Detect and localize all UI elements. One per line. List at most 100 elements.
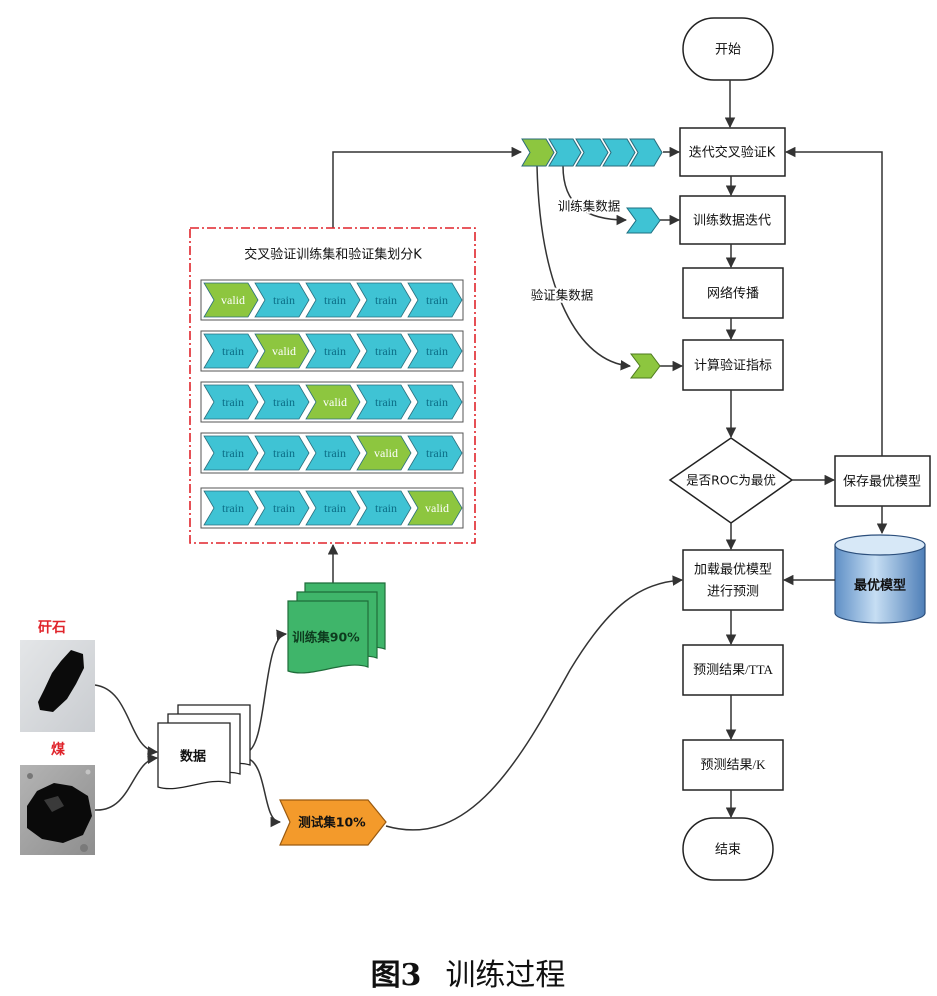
cv-row-2-fold-1 (203, 333, 259, 369)
cv-row-1-fold-5-label: train (426, 293, 448, 307)
roc-decision-label: 是否ROC为最优 (686, 473, 776, 488)
cv-row-5-fold-1-label: train (222, 501, 244, 515)
propagate-label: 网络传播 (707, 286, 759, 302)
save-best-label: 保存最优模型 (843, 475, 921, 490)
cv-row-4-fold-2 (254, 435, 310, 471)
iterate-cv-box (679, 127, 786, 177)
cv-row-3-fold-5 (407, 384, 463, 420)
gangue-photo (20, 640, 95, 732)
cv-row-4-fold-4 (356, 435, 412, 471)
cv-row-5-fold-3-label: train (324, 501, 346, 515)
train-set-sheet-front (287, 600, 369, 674)
cv-row-2-fold-1-label: train (222, 344, 244, 358)
curve-data-to-trainset (245, 629, 288, 753)
best-model-cylinder (834, 534, 926, 624)
cv-split-title: 交叉验证训练集和验证集划分K (244, 247, 422, 263)
cv-split-row-1 (200, 279, 464, 321)
figure-caption: 图3 训练过程 (371, 958, 566, 993)
cv-split-row-2 (200, 330, 464, 372)
cv-row-5-fold-3 (305, 490, 361, 526)
compute-metrics-label: 计算验证指标 (694, 358, 772, 374)
cv-row-1-fold-4-label: train (375, 293, 397, 307)
iteration-bar-segment-1 (521, 138, 555, 167)
figure-number: 图3 (371, 958, 422, 993)
load-predict-line2: 进行预测 (707, 585, 759, 600)
cv-row-4-fold-3-label: train (324, 446, 346, 460)
cv-row-2-fold-2 (254, 333, 310, 369)
cv-split-row-3 (200, 381, 464, 423)
cv-split-row-5 (200, 487, 464, 529)
best-model-label: 最优模型 (854, 578, 906, 594)
iteration-bar-segment-5 (629, 138, 663, 167)
valid-data-edge-label: 验证集数据 (531, 288, 594, 303)
iteration-bar-segment-3 (575, 138, 609, 167)
cv-row-2-fold-3 (305, 333, 361, 369)
train-set-stack (287, 582, 386, 674)
arrow-split-to-bar (332, 146, 523, 228)
coal-label: 煤 (51, 741, 66, 758)
start-label: 开始 (715, 43, 741, 58)
curve-data-to-testset (245, 757, 282, 828)
arrow-save-loop-back (784, 146, 883, 456)
cv-row-5-fold-1 (203, 490, 259, 526)
load-predict-line1: 加载最优模型 (694, 563, 772, 578)
cv-row-2-fold-5 (407, 333, 463, 369)
cv-row-4-fold-3 (305, 435, 361, 471)
cv-row-2-fold-4-label: train (375, 344, 397, 358)
cv-split-row-4 (200, 432, 464, 474)
cv-row-1-fold-3-label: train (324, 293, 346, 307)
train-set-label: 训练集90% (292, 630, 360, 645)
cv-row-4-fold-5 (407, 435, 463, 471)
train-data-chevron (626, 207, 661, 234)
curve-testset-to-load (385, 575, 684, 831)
result-tta-box (682, 644, 784, 696)
cv-row-2-fold-2-label: valid (272, 344, 296, 358)
cv-row-1-fold-1-label: valid (221, 293, 245, 307)
cv-row-4-fold-5-label: train (426, 446, 448, 460)
cv-row-1-fold-3 (305, 282, 361, 318)
valid-data-chevron (630, 353, 661, 379)
cv-row-3-fold-2 (254, 384, 310, 420)
test-set-label: 测试集10% (298, 815, 366, 830)
curve-train-data (562, 165, 628, 226)
flowchart-main: 开始 迭代交叉验证K 训练数据迭代 网络传播 计算验证指标 是否ROC为最优 保… (668, 17, 931, 881)
cv-row-4-fold-2-label: train (273, 446, 295, 460)
cv-row-1-fold-2 (254, 282, 310, 318)
compute-metrics-box (682, 339, 784, 391)
cv-row-4-fold-1 (203, 435, 259, 471)
result-tta-label: 预测结果/TTA (693, 662, 773, 677)
cv-row-3-fold-4 (356, 384, 412, 420)
result-k-label: 预测结果/K (700, 757, 766, 772)
cv-row-3-fold-1-label: train (222, 395, 244, 409)
cv-row-2-fold-3-label: train (324, 344, 346, 358)
train-data-edge-label: 训练集数据 (558, 199, 621, 214)
iterate-cv-label: 迭代交叉验证K (689, 145, 776, 161)
cv-row-1-fold-4 (356, 282, 412, 318)
cv-row-4-fold-1-label: train (222, 446, 244, 460)
dataset-stack (157, 704, 251, 790)
propagate-box (682, 267, 784, 319)
cv-row-3-fold-3-label: valid (323, 395, 347, 409)
cv-row-1-fold-5 (407, 282, 463, 318)
curve-valid-data (536, 165, 632, 371)
cv-row-3-fold-1 (203, 384, 259, 420)
dataset-label: 数据 (180, 749, 206, 765)
cv-row-5-fold-2 (254, 490, 310, 526)
flow-arrows (94, 80, 888, 831)
iteration-bar-segment-4 (602, 138, 636, 167)
cv-row-5-fold-4-label: train (375, 501, 397, 515)
cv-split-frame (189, 227, 476, 544)
cv-row-5-fold-5-label: valid (425, 501, 449, 515)
cv-row-1-fold-2-label: train (273, 293, 295, 307)
gangue-label: 矸石 (38, 620, 66, 636)
figure-title: 训练过程 (445, 958, 565, 993)
curve-coal-to-data (94, 753, 159, 811)
cv-row-5-fold-4 (356, 490, 412, 526)
load-predict-box (682, 549, 784, 611)
cv-row-2-fold-5-label: train (426, 344, 448, 358)
result-k-box (682, 739, 784, 791)
cv-row-5-fold-5 (407, 490, 463, 526)
train-iter-label: 训练数据迭代 (693, 214, 771, 229)
coal-photo (20, 765, 95, 855)
